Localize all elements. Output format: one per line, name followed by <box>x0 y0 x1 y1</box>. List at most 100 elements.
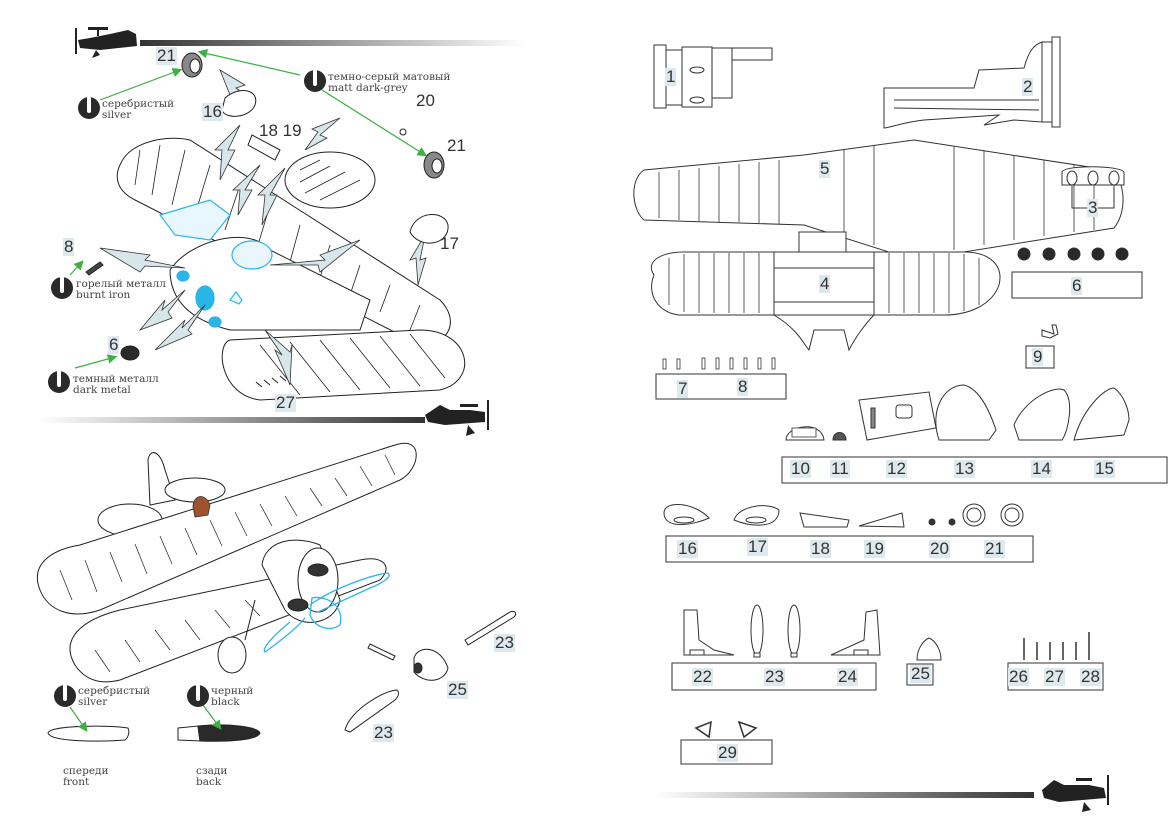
sprue-16-21 <box>665 535 1034 563</box>
parts-22-24-drawings <box>683 604 881 658</box>
step1-highlighted-parts <box>159 199 273 328</box>
paint-drop-icon <box>54 685 76 707</box>
paint-drop-icon <box>304 70 326 92</box>
cylinder-part-6 <box>120 345 140 361</box>
part-label: 2 <box>1022 77 1034 96</box>
part-label: 19 <box>864 539 885 558</box>
part-label: 24 <box>837 667 858 686</box>
part-label: 25 <box>910 664 931 683</box>
wheel-21-right <box>423 151 445 179</box>
sprue-6 <box>1011 271 1143 299</box>
rods-27 <box>255 375 287 388</box>
part-label: 6 <box>108 335 120 354</box>
blade-23-upper <box>464 611 517 646</box>
part-label: 18 <box>810 539 831 558</box>
sprue-9 <box>1025 345 1055 369</box>
sprue-7-8 <box>655 373 787 400</box>
sprue-10-15 <box>781 456 1168 484</box>
part-label: 27 <box>1044 667 1065 686</box>
part-label: 21 <box>447 136 466 155</box>
part-3-drawing <box>1061 166 1125 209</box>
paint-drop-icon <box>187 685 209 707</box>
paint-callout-silver: серебристый silver <box>102 98 175 121</box>
right-page: 1 2 3 4 5 6 7 8 9 10 11 12 13 14 15 16 1… <box>584 0 1168 826</box>
part-label: 28 <box>1080 667 1101 686</box>
part-label: 6 <box>1071 276 1083 295</box>
tail-wheel-20 <box>399 128 407 136</box>
part-label: 25 <box>447 680 468 699</box>
blade-23-lower <box>344 689 399 733</box>
header-divider-bar <box>140 40 525 46</box>
part-label: 29 <box>717 743 738 762</box>
wheel-21-top <box>181 52 203 78</box>
biplane-silhouette-icon <box>75 27 137 58</box>
part-label: 17 <box>440 234 459 253</box>
part-label: 23 <box>494 633 515 652</box>
paint-drop-icon <box>78 97 100 119</box>
part-1-drawing <box>653 44 773 109</box>
view-caption-front: спереди front <box>63 765 109 788</box>
exhaust-part-8 <box>85 261 104 276</box>
part-label: 20 <box>929 539 950 558</box>
paint-callout-black: черный black <box>211 685 254 708</box>
left-page-drawings <box>36 27 525 742</box>
blade-front-view <box>47 725 130 742</box>
part-label: 23 <box>764 667 785 686</box>
part-label: 15 <box>1094 459 1115 478</box>
part-label: 16 <box>202 102 223 121</box>
spinner-25 <box>413 648 449 681</box>
step2-assembled-biplane <box>36 442 417 683</box>
part-label: 23 <box>373 723 394 742</box>
paint-callout-matt-dark-grey: темно-серый матовый matt dark-grey <box>328 71 451 94</box>
part-label: 13 <box>954 459 975 478</box>
view-caption-back: сзади back <box>196 765 228 788</box>
biplane-silhouette-icon <box>1042 775 1109 812</box>
wheel-fairing-17 <box>409 214 449 244</box>
wheel-fairing-16 <box>221 90 257 117</box>
assembly-arrows <box>99 69 427 386</box>
footer-divider-bar <box>654 792 1034 798</box>
blade-back-root <box>177 725 201 742</box>
paint-drop-icon <box>48 371 70 393</box>
part-label: 7 <box>677 379 689 398</box>
step-divider-bar <box>40 417 425 423</box>
step1-loose-parts <box>85 52 449 388</box>
part-label: 4 <box>819 274 831 293</box>
left-page: 21 16 18 19 20 21 17 8 6 27 серебристый … <box>36 27 525 788</box>
part-label: 9 <box>1032 347 1044 366</box>
sprue-frames <box>655 271 1168 765</box>
part-label: 3 <box>1087 198 1099 217</box>
part-label: 16 <box>677 539 698 558</box>
part-label: 10 <box>790 459 811 478</box>
sprue-22-24 <box>671 662 877 691</box>
shaft-part <box>367 643 396 661</box>
part-13-stabilizer <box>935 384 997 441</box>
part-12-floor <box>858 391 937 441</box>
parts-catalog-drawings <box>633 36 1168 812</box>
part-label: 26 <box>1008 667 1029 686</box>
step1-assembly-drawing <box>116 137 466 401</box>
part-5-drawing <box>633 139 1124 261</box>
part-11-headrest <box>832 432 847 441</box>
paint-callout-dark-metal: темный металл dark metal <box>73 373 159 396</box>
part-label: 12 <box>886 459 907 478</box>
part-label: 21 <box>984 539 1005 558</box>
propeller-highlight <box>263 572 390 653</box>
paint-drop-icon <box>51 277 73 299</box>
paint-arrows <box>69 48 428 369</box>
paint-callout-silver: серебристый silver <box>78 685 151 708</box>
sprue-29 <box>680 739 773 765</box>
part-4-drawing <box>651 231 1001 352</box>
paint-callout-burnt-iron: горелый металл burnt iron <box>76 278 166 301</box>
headrest-painted <box>192 496 211 518</box>
parts-26-28-drawings <box>1023 632 1090 660</box>
sprue-25 <box>906 663 934 686</box>
part-label: 22 <box>692 667 713 686</box>
biplane-silhouette-icon <box>425 400 489 436</box>
part-7-8-drawing <box>662 357 776 370</box>
part-14-stabilizer <box>1013 388 1071 441</box>
part-label: 20 <box>416 91 435 110</box>
part-15-fin <box>1073 387 1130 441</box>
part-label: 8 <box>63 237 75 256</box>
part-label: 1 <box>665 67 677 86</box>
